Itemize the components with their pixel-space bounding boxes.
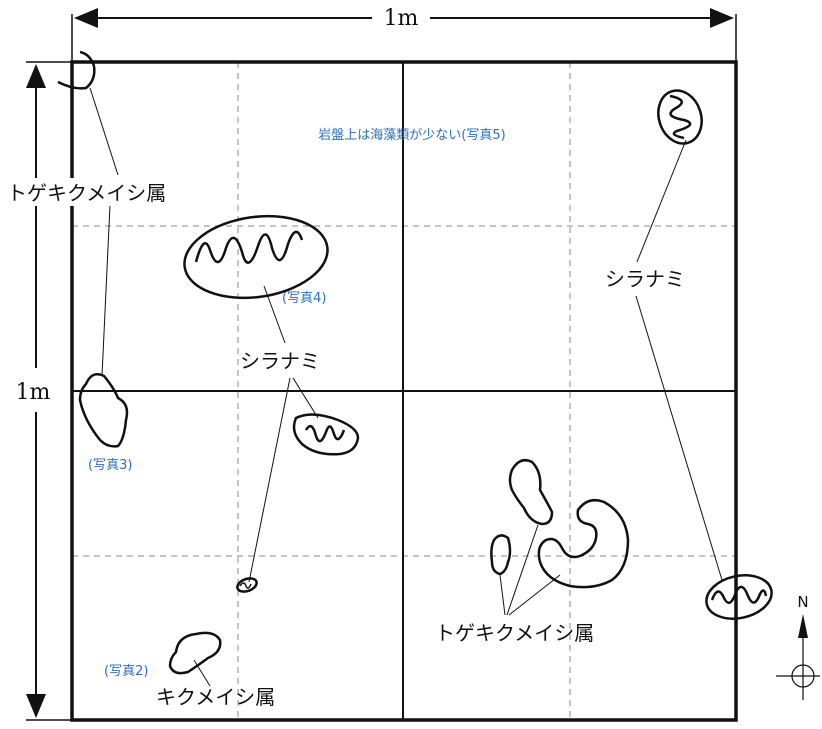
label-bg bbox=[2, 178, 190, 206]
shiranami-mantle-wave bbox=[239, 582, 252, 589]
togekiku-label-bottom: トゲキクメイシ属 bbox=[435, 621, 594, 645]
kikumeishi-coral-outline bbox=[168, 631, 222, 675]
height-dimension: 1m bbox=[8, 61, 72, 721]
togekiku-coral-outline bbox=[508, 459, 554, 526]
leader-lines bbox=[89, 87, 723, 687]
togekiku-coral-outline bbox=[490, 534, 512, 576]
leader-line bbox=[499, 574, 506, 616]
photo2-ref: (写真2) bbox=[104, 664, 148, 679]
quadrat-frame bbox=[70, 60, 738, 722]
shiranami-outline bbox=[657, 89, 703, 145]
togekiku-coral-outline bbox=[78, 373, 129, 448]
photo4-ref: (写真4) bbox=[282, 291, 326, 306]
leader-line bbox=[636, 139, 687, 263]
north-compass: N bbox=[776, 593, 820, 700]
togekiku-coral-outline bbox=[57, 50, 96, 90]
width-label: 1m bbox=[384, 6, 419, 31]
coral-outlines bbox=[57, 50, 773, 675]
photo3-ref: (写真3) bbox=[88, 458, 132, 473]
kikumeishi-label: キクメイシ属 bbox=[156, 685, 275, 709]
north-label: N bbox=[797, 593, 808, 611]
leader-line bbox=[506, 524, 539, 616]
shiranami-label-center: シラナミ bbox=[240, 349, 320, 373]
leader-line bbox=[248, 377, 291, 583]
togekiku-coral-outline bbox=[537, 499, 630, 589]
shiranami-mantle-wave bbox=[194, 230, 304, 264]
leader-line bbox=[635, 295, 723, 581]
quadrant-lines bbox=[72, 62, 736, 720]
shiranami-label-right: シラナミ bbox=[605, 267, 685, 291]
shiranami-outline bbox=[183, 214, 329, 300]
top-note: 岩盤上は海藻類が少ない(写真5) bbox=[318, 128, 505, 143]
shiranami-outline bbox=[236, 577, 258, 593]
shiranami-outline bbox=[705, 574, 773, 620]
leader-line bbox=[292, 377, 319, 419]
leader-line bbox=[89, 87, 119, 176]
height-label: 1m bbox=[16, 380, 51, 405]
shiranami-mantle-wave bbox=[304, 424, 346, 443]
shiranami-outline bbox=[292, 413, 360, 456]
togekiku-label-left: トゲキクメイシ属 bbox=[7, 181, 166, 205]
compass-circle-icon bbox=[791, 664, 815, 688]
leader-line bbox=[508, 574, 561, 616]
shiranami-mantle-wave bbox=[669, 94, 692, 140]
leader-line bbox=[101, 204, 111, 377]
width-dimension: 1m bbox=[71, 6, 737, 62]
dimension-label-bg bbox=[8, 374, 58, 406]
leader-line bbox=[193, 659, 211, 687]
shiranami-mantle-wave bbox=[710, 585, 768, 605]
north-arrow-icon bbox=[798, 614, 808, 638]
